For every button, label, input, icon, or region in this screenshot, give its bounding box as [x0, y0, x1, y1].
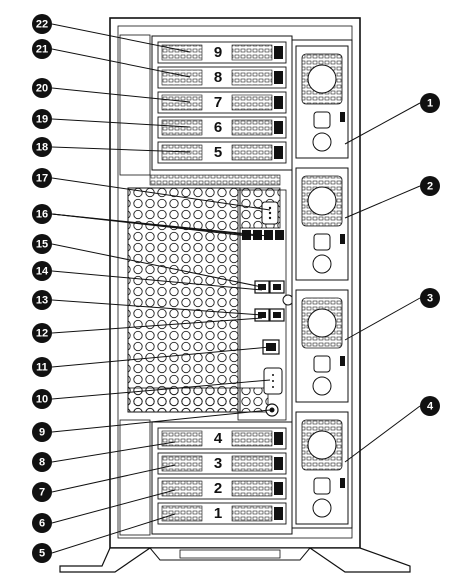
drive-bay-6[interactable]: 6	[157, 116, 287, 139]
svg-text:17: 17	[36, 173, 48, 185]
drive-bay-2[interactable]: 2	[157, 477, 287, 500]
callout-leader-line	[51, 379, 271, 400]
drive-bay-number: 2	[214, 480, 222, 497]
svg-text:12: 12	[36, 328, 48, 340]
power-supply-icon[interactable]	[295, 289, 349, 403]
svg-text:18: 18	[36, 142, 48, 154]
callout-leader-line	[344, 297, 421, 341]
serial-port-icon	[261, 201, 279, 225]
callout-12: 12	[32, 323, 52, 343]
ilo-port-icon	[262, 339, 280, 355]
svg-text:1: 1	[427, 98, 433, 110]
svg-text:3: 3	[427, 293, 433, 305]
callout-15: 15	[32, 234, 52, 254]
svg-text:10: 10	[36, 394, 48, 406]
svg-text:13: 13	[36, 295, 48, 307]
svg-text:4: 4	[427, 401, 434, 413]
svg-text:9: 9	[39, 427, 45, 439]
drive-bay-number: 1	[214, 505, 222, 522]
callout-2: 2	[420, 176, 440, 196]
svg-text:11: 11	[36, 362, 48, 374]
drive-bay-5[interactable]: 5	[157, 141, 287, 164]
svg-text:2: 2	[427, 181, 433, 193]
drive-bay-9[interactable]: 9	[157, 41, 287, 64]
callout-5: 5	[32, 543, 52, 563]
callout-leader-line	[51, 270, 263, 291]
svg-text:22: 22	[36, 19, 48, 31]
callout-22: 22	[32, 14, 52, 34]
ventilation-grille	[127, 187, 281, 413]
callout-leader-line	[51, 317, 263, 334]
callout-leader-line	[51, 346, 271, 368]
callout-leader-line	[51, 177, 271, 211]
drive-bay-number: 7	[214, 94, 222, 111]
callout-leader-line	[51, 489, 176, 524]
callout-7: 7	[32, 482, 52, 502]
drive-bay-number: 4	[214, 430, 223, 447]
callout-17: 17	[32, 168, 52, 188]
drive-bay-number: 5	[214, 144, 222, 161]
svg-text:5: 5	[39, 548, 45, 560]
power-supply-icon[interactable]	[295, 167, 349, 281]
callout-leader-line	[51, 513, 176, 554]
svg-text:15: 15	[36, 239, 48, 251]
callout-14: 14	[32, 261, 52, 281]
callout-leader-line	[51, 48, 191, 78]
vga-port-icon	[263, 367, 283, 395]
callout-leader-line	[51, 299, 263, 316]
svg-text:7: 7	[39, 487, 45, 499]
callout-leader-line	[51, 243, 263, 288]
drive-bay-1[interactable]: 1	[157, 502, 287, 525]
svg-text:16: 16	[36, 209, 48, 221]
callout-8: 8	[32, 452, 52, 472]
callout-leader-line	[51, 409, 271, 433]
callout-4: 4	[420, 396, 440, 416]
callout-leader-line	[51, 23, 191, 53]
callout-1: 1	[420, 93, 440, 113]
callout-18: 18	[32, 137, 52, 157]
drive-bay-number: 6	[214, 119, 222, 136]
callout-leader-line	[344, 185, 421, 219]
callout-leader-line	[51, 118, 191, 128]
svg-text:19: 19	[36, 114, 48, 126]
chassis-stand	[59, 547, 411, 573]
drive-bay-8[interactable]: 8	[157, 66, 287, 89]
svg-text:20: 20	[36, 83, 48, 95]
callout-6: 6	[32, 513, 52, 533]
callout-leader-line	[344, 102, 421, 145]
callout-leader-line	[51, 87, 191, 103]
drive-bay-number: 9	[214, 44, 222, 61]
callout-10: 10	[32, 389, 52, 409]
callout-16: 16	[32, 204, 52, 224]
callout-leader-line	[344, 405, 421, 463]
callout-11: 11	[32, 357, 52, 377]
power-supply-icon[interactable]	[295, 411, 349, 525]
svg-text:21: 21	[36, 44, 48, 56]
callout-13: 13	[32, 290, 52, 310]
drive-bay-3[interactable]: 3	[157, 452, 287, 475]
callout-3: 3	[420, 288, 440, 308]
callout-9: 9	[32, 422, 52, 442]
svg-text:8: 8	[39, 457, 45, 469]
drive-bay-number: 8	[214, 69, 222, 86]
callout-19: 19	[32, 109, 52, 129]
callout-20: 20	[32, 78, 52, 98]
callout-leader-line	[51, 464, 176, 493]
power-supply-icon[interactable]	[295, 45, 349, 159]
callout-leader-line	[51, 146, 191, 153]
top-vent-row	[149, 174, 281, 186]
drive-bay-number: 3	[214, 455, 222, 472]
svg-text:6: 6	[39, 518, 45, 530]
drive-bay-7[interactable]: 7	[157, 91, 287, 114]
callout-21: 21	[32, 39, 52, 59]
drive-bay-4[interactable]: 4	[157, 427, 287, 450]
svg-text:14: 14	[36, 266, 49, 278]
callout-leader-line	[51, 441, 176, 463]
